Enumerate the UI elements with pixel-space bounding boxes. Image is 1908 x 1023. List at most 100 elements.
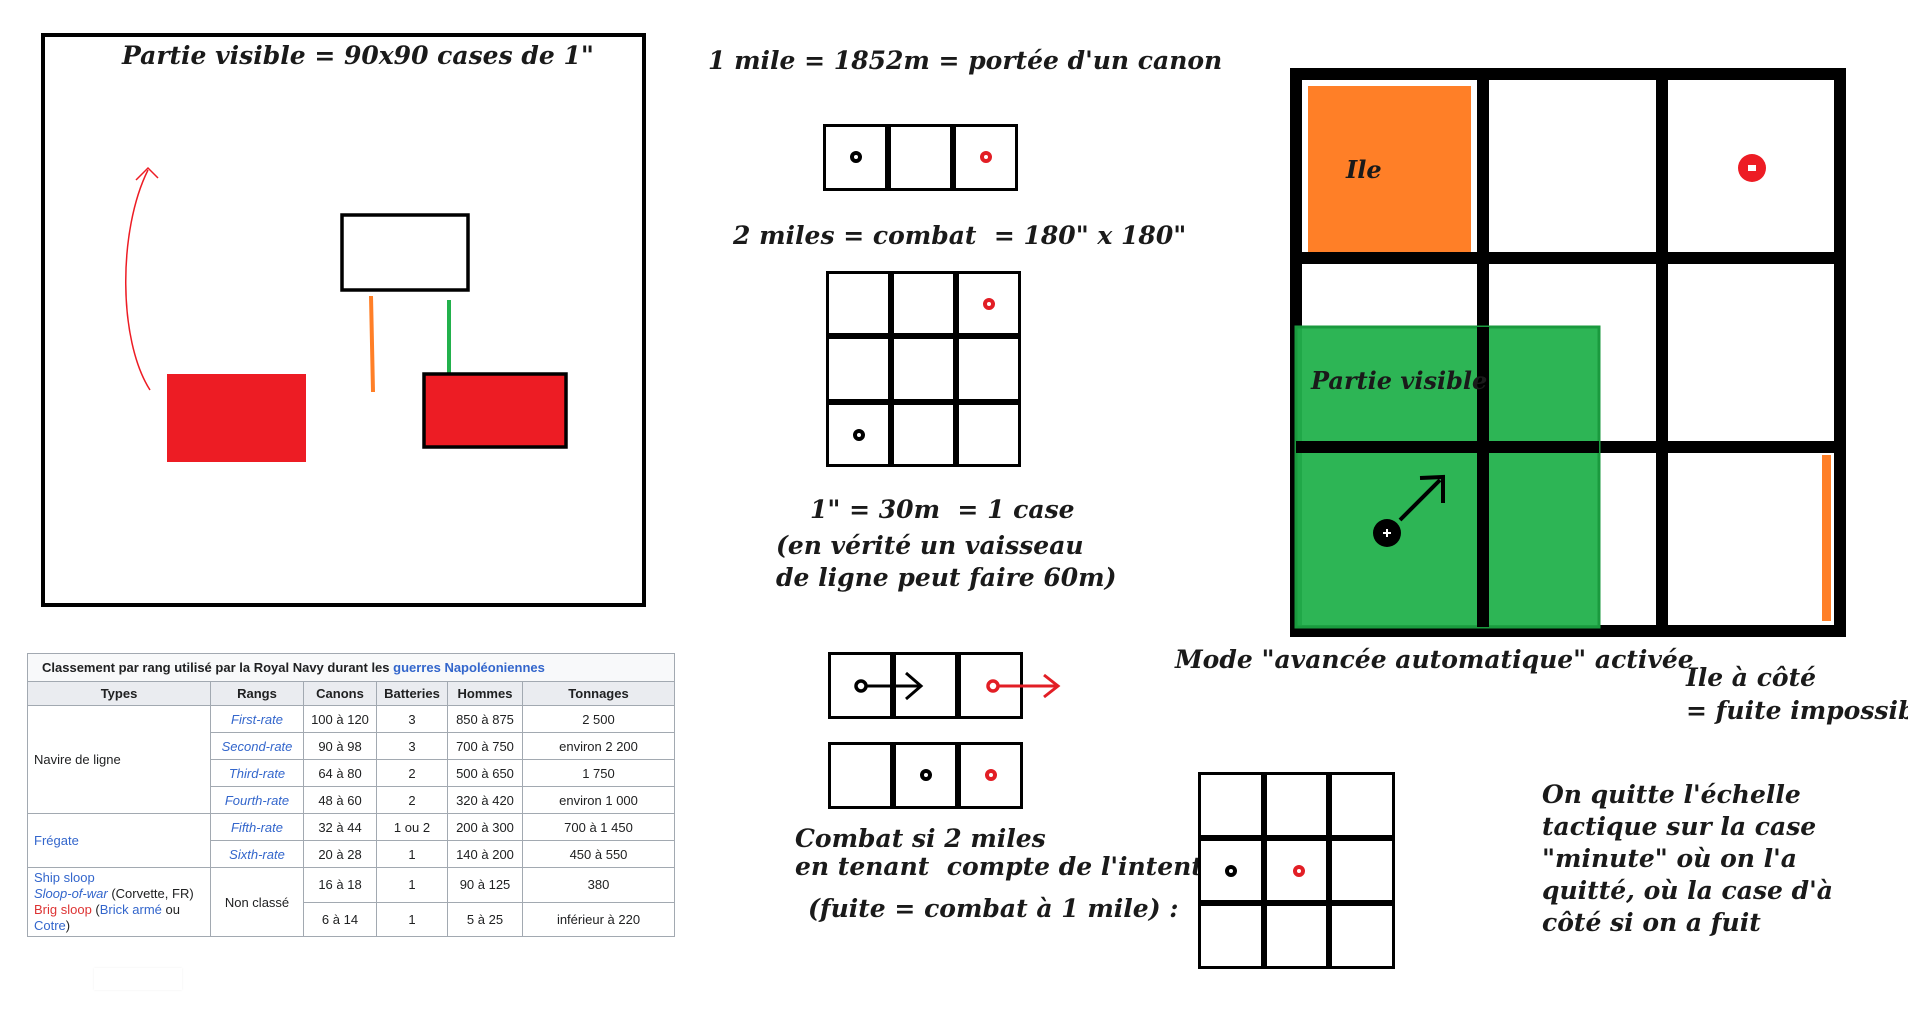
grid-move-before [828, 652, 1023, 719]
heading-arrowhead [1419, 474, 1445, 503]
note-combat-2: en tenant compte de l'intention [795, 852, 1248, 881]
grid-cell [828, 742, 893, 809]
rating-table: Types Rangs Canons Batteries Hommes Tonn… [27, 681, 675, 937]
grid-cell [888, 124, 953, 191]
cotre-link[interactable]: Cotre [34, 918, 66, 933]
mode-note: Mode "avancée automatique" activée [1175, 645, 1694, 674]
group-sloops: Ship sloop Sloop-of-war (Corvette, FR) B… [27, 867, 211, 937]
cell-hommes: 700 à 750 [447, 732, 523, 760]
cell-batteries: 1 [376, 840, 448, 868]
header-batteries: Batteries [376, 681, 448, 706]
grid-cell [891, 271, 956, 337]
grid-cell [958, 652, 1023, 719]
table-row: Navire de ligne First-rate 100 à 120 3 8… [27, 705, 675, 814]
grid-cell [1263, 837, 1330, 904]
grid-cell [1329, 903, 1395, 969]
cell-hommes: 500 à 650 [447, 759, 523, 787]
rang-link[interactable]: Third-rate [210, 759, 304, 787]
quit-note-5: côté si on a fuit [1542, 908, 1761, 937]
table-caption: Classement par rang utilisé par la Royal… [27, 653, 675, 681]
island-note-1: Ile à côté [1686, 663, 1817, 692]
cell-tonnages: environ 1 000 [522, 786, 675, 814]
table-header-row: Types Rangs Canons Batteries Hommes Tonn… [27, 681, 675, 706]
heading-arrow [1398, 478, 1442, 522]
grid-cell [1198, 903, 1264, 969]
cell-batteries: 3 [376, 705, 448, 733]
sloop-of-war-line: Sloop-of-war (Corvette, FR) [34, 886, 204, 902]
header-types: Types [27, 681, 211, 706]
cell-hommes: 200 à 300 [447, 813, 523, 841]
grid-cell [1329, 772, 1395, 838]
grid-cell [1198, 772, 1264, 838]
cell-tonnages: 700 à 1 450 [522, 813, 675, 841]
black-ship-dot [920, 769, 932, 781]
cell-canons: 64 à 80 [303, 759, 377, 787]
note-case-1: 1" = 30m = 1 case [810, 495, 1075, 524]
grid-cell [891, 401, 956, 467]
grid-cell [826, 401, 891, 467]
black-ship-dot [1225, 864, 1237, 877]
grid-cell [826, 271, 891, 337]
black-ship-marker [1373, 519, 1401, 547]
brig-sloop-line: Brig sloop (Brick armé ou Cotre) [34, 902, 204, 934]
cell-hommes: 140 à 200 [447, 840, 523, 868]
grid-cell [958, 742, 1023, 809]
cell-hommes: 320 à 420 [447, 786, 523, 814]
cell-canons: 16 à 18 [303, 867, 377, 903]
brick-arme-link[interactable]: Brick armé [99, 902, 162, 917]
cell-batteries: 1 [376, 901, 448, 937]
header-rangs: Rangs [210, 681, 304, 706]
red-ship-dot [983, 298, 995, 310]
table-row: Ship sloop Sloop-of-war (Corvette, FR) B… [27, 867, 675, 937]
grid-cell [826, 336, 891, 402]
quit-note-4: quitté, où la case d'à [1542, 876, 1833, 905]
grid-cell [893, 652, 958, 719]
sloop-of-war-link[interactable]: Sloop-of-war [34, 886, 108, 901]
rang-link[interactable]: Fourth-rate [210, 786, 304, 814]
cell-canons: 48 à 60 [303, 786, 377, 814]
rang-link[interactable]: Second-rate [210, 732, 304, 760]
grid-cell [1263, 772, 1330, 838]
grid-flee [1198, 772, 1395, 969]
rang-link[interactable]: First-rate [210, 705, 304, 733]
cell-tonnages: 450 à 550 [522, 840, 675, 868]
cell-non-classe: Non classé [210, 867, 304, 937]
red-ship-marker-center [1748, 165, 1756, 171]
caption-text: Classement par rang utilisé par la Royal… [42, 660, 394, 675]
grid-cell [893, 742, 958, 809]
red-ship-dot [985, 769, 997, 781]
paren-close: ) [65, 918, 71, 933]
cell-hommes: 5 à 25 [447, 901, 523, 937]
caption-link[interactable]: guerres Napoléoniennes [393, 660, 545, 675]
note-mile-2: 2 miles = combat = 180" x 180" [733, 221, 1187, 250]
note-combat-1: Combat si 2 miles [795, 824, 1046, 853]
visible-area-label: Partie visible [1311, 366, 1488, 395]
blank-patch [94, 968, 182, 990]
rang-link[interactable]: Fifth-rate [210, 813, 304, 841]
cell-canons: 90 à 98 [303, 732, 377, 760]
grid-cell [956, 271, 1021, 337]
visible-area-title: Partie visible = 90x90 cases de 1" [122, 41, 594, 70]
note-case-2: (en vérité un vaisseau [776, 531, 1084, 560]
black-ship-marker-cross [1383, 529, 1391, 537]
quit-note-1: On quitte l'échelle [1542, 780, 1801, 809]
group-fregate[interactable]: Frégate [27, 813, 211, 868]
header-hommes: Hommes [447, 681, 523, 706]
ship-sloop-link[interactable]: Ship sloop [34, 870, 95, 885]
table-row: Sixth-rate 20 à 28 1 140 à 200 450 à 550 [28, 840, 675, 868]
table-row: Frégate Fifth-rate 32 à 44 1 ou 2 200 à … [27, 813, 675, 868]
grid-move-after [828, 742, 1023, 809]
cell-batteries: 3 [376, 732, 448, 760]
island-cell [1308, 86, 1471, 252]
red-ship-dot [1292, 864, 1305, 877]
note-combat-3: (fuite = combat à 1 mile) : [808, 894, 1179, 923]
cell-canons: 20 à 28 [303, 840, 377, 868]
rang-link[interactable]: Sixth-rate [210, 840, 304, 868]
table-row: Fourth-rate 48 à 60 2 320 à 420 environ … [28, 786, 675, 814]
cell-tonnages: 2 500 [522, 705, 675, 733]
red-ship-marker [1738, 154, 1766, 182]
brig-sloop-link[interactable]: Brig sloop [34, 902, 92, 917]
cell-tonnages: environ 2 200 [522, 732, 675, 760]
cell-batteries: 2 [376, 759, 448, 787]
cell-hommes: 90 à 125 [447, 867, 523, 903]
